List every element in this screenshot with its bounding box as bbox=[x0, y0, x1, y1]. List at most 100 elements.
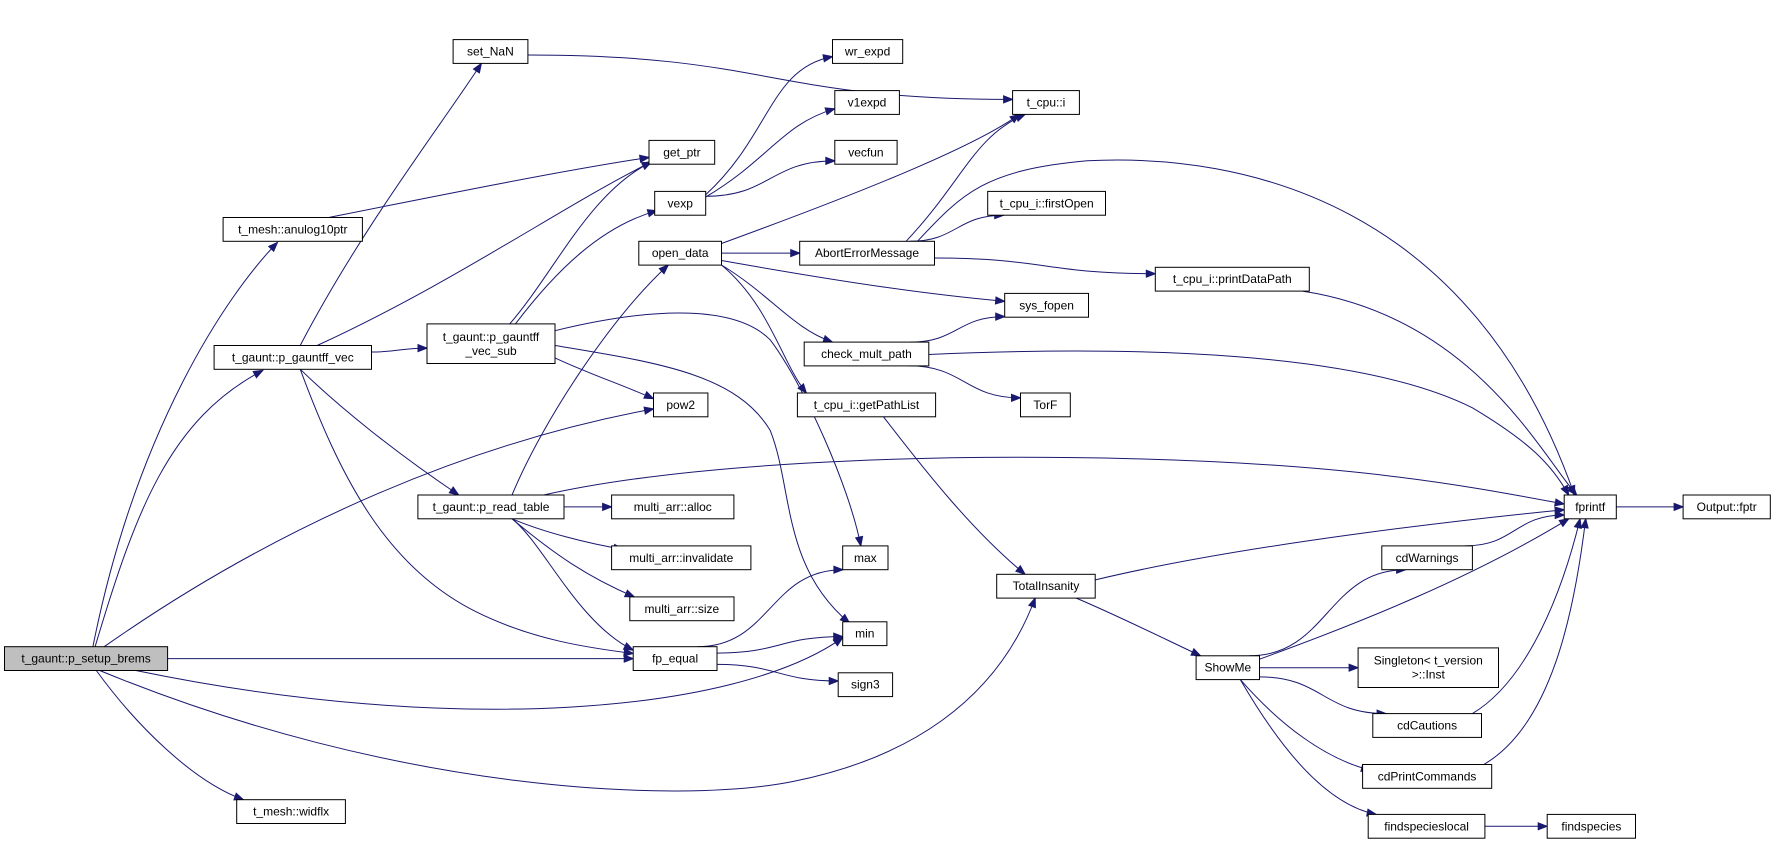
node-label: multi_arr::invalidate bbox=[629, 551, 733, 565]
edge-cdCautions-to-fprintf bbox=[1472, 517, 1582, 715]
node-box bbox=[1563, 494, 1617, 520]
node-TotalInsanity[interactable]: TotalInsanity bbox=[996, 573, 1096, 599]
node-fprintf[interactable]: fprintf bbox=[1563, 494, 1617, 520]
node-vexp[interactable]: vexp bbox=[654, 190, 707, 216]
edge-line bbox=[917, 159, 1575, 496]
node-box bbox=[799, 240, 936, 266]
node-AbortErrorMessage[interactable]: AbortErrorMessage bbox=[799, 240, 936, 266]
node-label: t_gaunt::p_gauntff bbox=[443, 330, 540, 344]
edge-vexp-to-v1expd bbox=[705, 107, 837, 198]
node-multi_arr_invalidate[interactable]: multi_arr::invalidate bbox=[611, 545, 752, 571]
edge-p_setup_brems-to-anulog10ptr bbox=[92, 241, 279, 647]
node-printDataPath[interactable]: t_cpu_i::printDataPath bbox=[1154, 266, 1310, 292]
arrowhead-icon bbox=[233, 792, 245, 801]
arrowhead-icon bbox=[643, 406, 655, 415]
node-label: pow2 bbox=[666, 398, 695, 412]
node-label: vecfun bbox=[848, 145, 883, 159]
node-wr_expd[interactable]: wr_expd bbox=[832, 39, 904, 64]
arrowhead-icon bbox=[1014, 113, 1027, 122]
node-widflx[interactable]: t_mesh::widflx bbox=[236, 799, 346, 825]
arrowhead-icon bbox=[1011, 393, 1022, 403]
edge-line bbox=[1483, 518, 1587, 765]
edge-line bbox=[1302, 290, 1578, 496]
arrowhead-icon bbox=[797, 382, 808, 395]
node-fp_equal[interactable]: fp_equal bbox=[632, 646, 718, 672]
node-box bbox=[834, 139, 898, 165]
arrowhead-icon bbox=[417, 343, 429, 353]
arrowhead-icon bbox=[252, 369, 265, 379]
node-p_gauntff_vec_sub[interactable]: t_gaunt::p_gauntff_vec_sub bbox=[426, 323, 556, 364]
arrowhead-icon bbox=[623, 648, 635, 657]
node-label: t_cpu_i::getPathList bbox=[814, 398, 920, 412]
node-p_gauntff_vec[interactable]: t_gaunt::p_gauntff_vec bbox=[213, 345, 372, 370]
node-check_mult_path[interactable]: check_mult_path bbox=[803, 341, 930, 367]
edge-vexp-to-wr_expd bbox=[705, 54, 834, 196]
node-cdPrintCommands[interactable]: cdPrintCommands bbox=[1362, 764, 1493, 789]
node-cdCautions[interactable]: cdCautions bbox=[1372, 713, 1483, 738]
node-sign3[interactable]: sign3 bbox=[837, 672, 894, 698]
edge-check_mult_path-to-TorF bbox=[908, 365, 1022, 403]
arrowhead-icon bbox=[1558, 518, 1570, 528]
arrowhead-icon bbox=[1673, 502, 1685, 512]
node-t_cpu_i[interactable]: t_cpu::i bbox=[1012, 90, 1080, 115]
node-label: multi_arr::alloc bbox=[634, 500, 712, 514]
arrowhead-icon bbox=[643, 390, 655, 400]
edge-line bbox=[716, 636, 843, 654]
node-min[interactable]: min bbox=[842, 621, 888, 647]
node-set_NaN[interactable]: set_NaN bbox=[452, 39, 529, 64]
node-box bbox=[426, 323, 556, 364]
arrowhead-icon bbox=[1567, 485, 1578, 497]
edge-line bbox=[299, 369, 634, 654]
edge-line bbox=[934, 257, 1156, 275]
edge-p_setup_brems-to-fp_equal bbox=[167, 654, 635, 663]
edge-line bbox=[95, 670, 244, 801]
edge-vexp-to-vecfun bbox=[705, 156, 837, 197]
node-box bbox=[832, 39, 904, 64]
node-box bbox=[222, 217, 363, 242]
node-firstOpen[interactable]: t_cpu_i::firstOpen bbox=[987, 190, 1107, 216]
node-TorF[interactable]: TorF bbox=[1020, 392, 1071, 418]
node-v1expd[interactable]: v1expd bbox=[834, 90, 900, 115]
node-label: check_mult_path bbox=[821, 347, 912, 361]
arrowhead-icon bbox=[1573, 517, 1582, 529]
node-label: vexp bbox=[668, 196, 694, 210]
node-box bbox=[1381, 545, 1473, 571]
node-pow2[interactable]: pow2 bbox=[653, 392, 709, 418]
node-multi_arr_size[interactable]: multi_arr::size bbox=[629, 596, 735, 622]
node-vecfun[interactable]: vecfun bbox=[834, 139, 898, 165]
node-anulog10ptr[interactable]: t_mesh::anulog10ptr bbox=[222, 217, 363, 242]
node-sys_fopen[interactable]: sys_fopen bbox=[1004, 292, 1090, 318]
node-getPathList[interactable]: t_cpu_i::getPathList bbox=[796, 392, 937, 418]
node-cdWarnings[interactable]: cdWarnings bbox=[1381, 545, 1473, 571]
node-Output_fptr[interactable]: Output::fptr bbox=[1682, 494, 1771, 520]
node-label: cdCautions bbox=[1397, 719, 1457, 733]
edge-line bbox=[705, 108, 835, 198]
node-label: >::Inst bbox=[1412, 668, 1446, 682]
node-p_read_table[interactable]: t_gaunt::p_read_table bbox=[417, 494, 565, 520]
nodes-layer: t_gaunt::p_setup_brems t_mesh::anulog10pt… bbox=[4, 39, 1771, 839]
node-p_setup_brems[interactable]: t_gaunt::p_setup_brems bbox=[4, 646, 169, 672]
node-Singleton_Inst[interactable]: Singleton< t_version>::Inst bbox=[1357, 647, 1499, 689]
edge-anulog10ptr-to-get_ptr bbox=[328, 154, 651, 218]
node-findspecieslocal[interactable]: findspecieslocal bbox=[1367, 813, 1486, 839]
arrowhead-icon bbox=[639, 154, 651, 163]
edge-ShowMe-to-Singleton_Inst bbox=[1259, 663, 1360, 672]
node-findspecies[interactable]: findspecies bbox=[1546, 813, 1636, 839]
edge-check_mult_path-to-fprintf bbox=[928, 350, 1570, 497]
node-ShowMe[interactable]: ShowMe bbox=[1195, 655, 1260, 681]
arrowhead-icon bbox=[1554, 510, 1566, 520]
node-box bbox=[987, 190, 1107, 216]
node-max[interactable]: max bbox=[842, 545, 889, 571]
node-label: TorF bbox=[1033, 398, 1057, 412]
edge-line bbox=[697, 569, 843, 648]
node-multi_arr_alloc[interactable]: multi_arr::alloc bbox=[611, 494, 735, 520]
node-box bbox=[1154, 266, 1310, 292]
node-box bbox=[837, 672, 894, 698]
node-open_data[interactable]: open_data bbox=[638, 240, 722, 266]
node-get_ptr[interactable]: get_ptr bbox=[648, 139, 716, 165]
edge-line bbox=[1239, 679, 1377, 815]
edge-line bbox=[94, 369, 264, 647]
edge-p_setup_brems-to-pow2 bbox=[103, 406, 655, 648]
node-label: _vec_sub bbox=[464, 344, 517, 358]
edge-TotalInsanity-to-fprintf bbox=[1095, 506, 1566, 581]
